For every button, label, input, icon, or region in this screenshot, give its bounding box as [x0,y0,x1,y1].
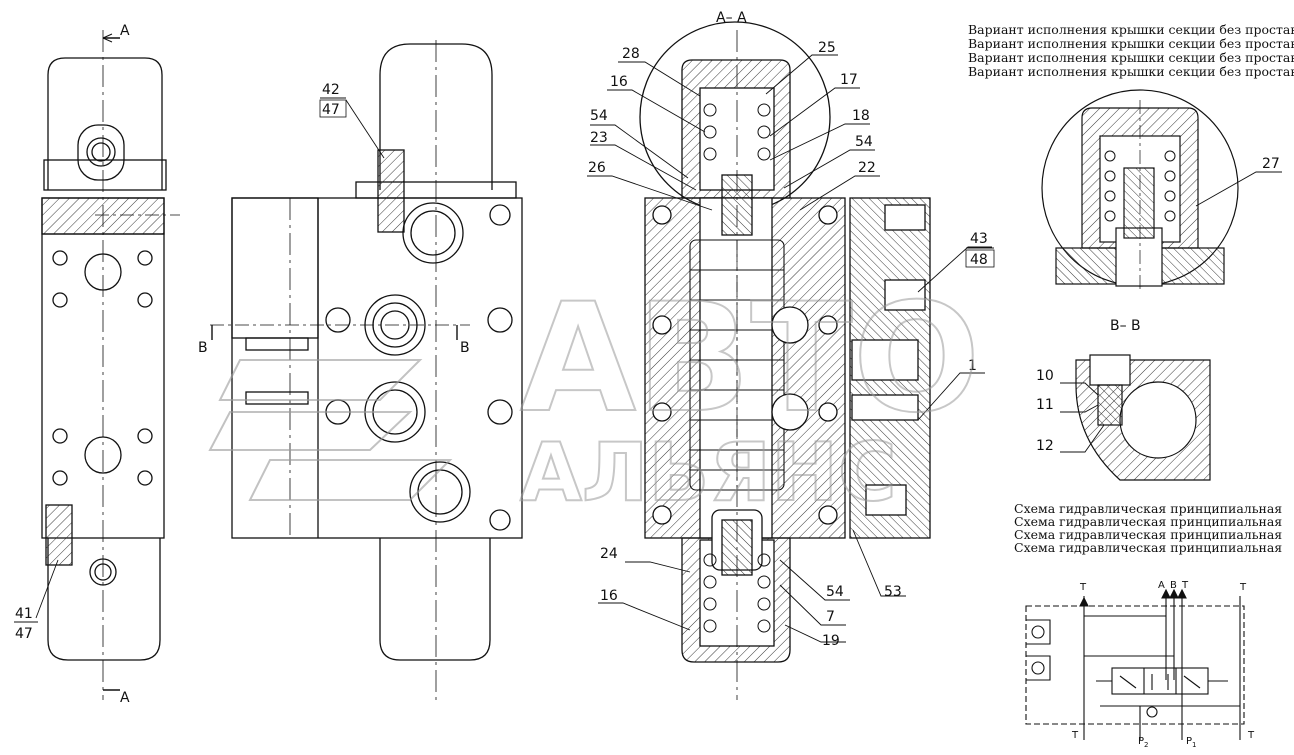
callout-47-upper: 47 [322,102,340,118]
section-a-bottom-label: A [120,690,130,706]
watermark: АВТО АЛЬЯНС [208,271,981,520]
section-aa-title: A– A [716,10,747,26]
scheme-p1: P1 [1186,736,1197,749]
front-view-coil [231,197,319,339]
schema-note-4: Схема гидравлическая принципиальная [1014,540,1282,555]
callout-28: 28 [622,46,640,62]
callout-26: 26 [588,160,606,176]
front-view-body [231,197,523,539]
watermark-text-line1: АВТО [520,272,980,446]
callout-48: 48 [970,252,988,268]
scheme-t-bottom-left: T [1071,730,1079,741]
callout-41: 41 [15,606,33,622]
front-view-stud [377,149,405,233]
side-view-port [86,137,116,167]
scheme-b: B [1170,580,1177,591]
callout-27: 27 [1262,156,1280,172]
callout-47-lower: 47 [15,626,33,642]
scheme-p2: P2 [1138,736,1149,749]
callout-12: 12 [1036,438,1054,454]
callout-16-lower: 16 [600,588,618,604]
scheme-t-bottom-right: T [1247,730,1255,741]
hydraulic-scheme [1025,588,1245,740]
variant-note-3: Вариант исполнения крышки секции без про… [968,50,1294,65]
check-valve-lower [1031,661,1045,675]
check-valve-upper [1031,625,1045,639]
callout-42: 42 [322,82,340,98]
callout-22: 22 [858,160,876,176]
variant-detail [1041,89,1282,290]
side-view-bottom-cap [47,538,161,661]
callout-54-left: 54 [590,108,608,124]
callout-23: 23 [590,130,608,146]
section-b-left-label: B [198,340,208,356]
section-bb-view [1060,354,1211,481]
section-b-right-label: B [460,340,470,356]
section-bb-title: B– B [1110,318,1141,334]
section-aa-view [639,21,931,700]
callout-53: 53 [884,584,902,600]
callout-10: 10 [1036,368,1054,384]
side-view-cap-boss [77,124,125,181]
schema-note-3: Схема гидравлическая принципиальная [1014,527,1282,542]
callout-7: 7 [826,609,835,625]
scheme-t-right: T [1239,582,1247,593]
callout-43: 43 [970,231,988,247]
callout-54-lower: 54 [826,584,844,600]
side-view-collar [43,159,167,191]
callout-54-right: 54 [855,134,873,150]
callout-11: 11 [1036,397,1054,413]
variant-note-2: Вариант исполнения крышки секции без про… [968,36,1294,51]
callout-17: 17 [840,72,858,88]
schema-note-1: Схема гидравлическая принципиальная [1014,501,1282,516]
scheme-a: A [1158,580,1165,591]
callout-25: 25 [818,40,836,56]
watermark-logo [208,359,453,501]
scheme-t-left: T [1079,582,1087,593]
front-view [210,40,523,700]
front-view-bottom-cap [379,538,491,661]
callout-19: 19 [822,633,840,649]
scheme-t-mid: T [1181,580,1189,591]
callout-1: 1 [968,358,977,374]
callout-16-upper: 16 [610,74,628,90]
variant-note-4: Вариант исполнения крышки секции без про… [968,64,1294,79]
section-aa-leaders [587,54,992,643]
side-view-top-cap [47,57,163,190]
section-a-top-label: A [120,23,130,39]
variant-note-1: Вариант исполнения крышки секции без про… [968,22,1294,37]
callout-18: 18 [852,108,870,124]
scheme-frame [1025,605,1245,725]
shuttle-valve [1146,706,1158,718]
watermark-text-line2: АЛЬЯНС [520,426,897,519]
side-view-screw [45,504,73,566]
schema-note-2: Схема гидравлическая принципиальная [1014,514,1282,529]
side-view [41,30,180,700]
callout-24: 24 [600,546,618,562]
